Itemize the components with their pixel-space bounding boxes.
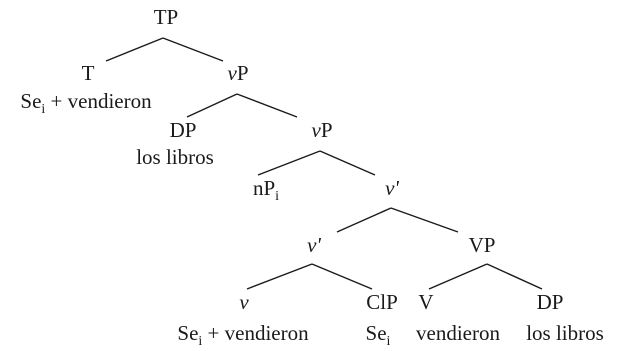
- edge-vp1-dp1: [186, 93, 238, 118]
- node-vp1: vP: [227, 61, 248, 85]
- node-dp1-word: los libros: [136, 145, 214, 169]
- node-tp: TP: [154, 5, 179, 29]
- node-vv-word: vendieron: [416, 321, 500, 345]
- edge-vbar1-vp3: [390, 207, 459, 233]
- node-vp2: vP: [311, 118, 332, 142]
- node-v-small: v: [239, 290, 249, 314]
- node-t: T: [82, 61, 95, 85]
- node-dp2: DP: [537, 290, 564, 314]
- edge-tp-t: [105, 37, 164, 62]
- edge-vp2-vbar1: [319, 150, 376, 176]
- edge-vp3-dp2: [486, 263, 543, 290]
- edge-vp3-vv: [428, 263, 488, 290]
- tree-labels: TP T Sei + vendieron vP DP los libros vP nPi v' v…: [20, 5, 603, 349]
- node-dp2-word: los libros: [526, 321, 604, 345]
- edge-vp1-vp2: [236, 93, 298, 118]
- node-vv: V: [418, 290, 433, 314]
- node-clp: ClP: [366, 290, 398, 314]
- tree-edges: [105, 37, 543, 290]
- edge-vp2-np: [257, 150, 321, 176]
- node-t-word: Sei + vendieron: [20, 89, 152, 117]
- node-vp3: VP: [469, 233, 496, 257]
- edge-tp-vp1: [162, 37, 224, 62]
- edge-vbar1-vbar2: [336, 207, 392, 233]
- edge-vbar2-clp: [311, 263, 373, 290]
- edge-vbar2-v-small: [246, 263, 313, 290]
- node-v-word: Sei + vendieron: [177, 321, 309, 349]
- node-np: nPi: [253, 176, 279, 204]
- node-clp-word: Sei: [366, 321, 391, 349]
- node-vbar2: v': [307, 233, 321, 257]
- node-vbar1: v': [385, 176, 399, 200]
- node-dp1: DP: [170, 118, 197, 142]
